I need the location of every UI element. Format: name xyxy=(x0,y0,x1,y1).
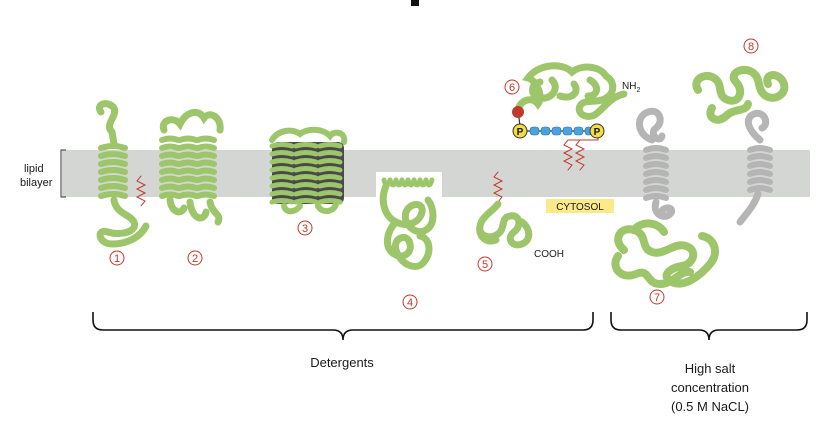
svg-text:3: 3 xyxy=(302,223,308,235)
lipid-bilayer-label-line2: bilayer xyxy=(20,177,53,189)
linker-beads xyxy=(529,126,593,136)
bilayer-bracket xyxy=(60,149,66,198)
svg-text:2: 2 xyxy=(192,253,198,265)
svg-text:6: 6 xyxy=(509,82,515,94)
nh2-label: NH2 xyxy=(622,81,640,94)
protein-1 xyxy=(96,100,150,248)
svg-text:8: 8 xyxy=(748,41,754,53)
high-salt-label-line1: High salt xyxy=(685,361,736,376)
lipid-anchor-6b xyxy=(574,139,586,171)
phosphate-right-label: P xyxy=(594,127,601,138)
svg-text:4: 4 xyxy=(407,297,413,309)
protein-number-5: 5 xyxy=(477,256,493,272)
heading-fragment xyxy=(411,0,419,6)
protein-number-7: 7 xyxy=(649,289,665,305)
protein-number-3: 3 xyxy=(297,220,313,236)
protein-6 xyxy=(512,62,628,171)
helix-1 xyxy=(98,143,128,199)
protein-number-1: 1 xyxy=(109,250,125,266)
protein-number-4: 4 xyxy=(402,294,418,310)
protein-2 xyxy=(159,108,224,226)
protein-number-6: 6 xyxy=(504,79,520,95)
lipid-bilayer-label-line1: lipid xyxy=(24,163,44,175)
protein-8 xyxy=(692,65,789,226)
high-salt-label-line3: (0.5 M NaCL) xyxy=(671,399,749,414)
protein-7 xyxy=(611,107,720,289)
svg-text:5: 5 xyxy=(482,259,488,271)
phosphate-left-label: P xyxy=(517,127,524,138)
protein-3 xyxy=(269,126,348,215)
svg-text:7: 7 xyxy=(654,292,660,304)
lipid-anchor-1 xyxy=(135,175,147,207)
lipid-anchor-6a xyxy=(562,139,574,171)
svg-text:1: 1 xyxy=(114,253,120,265)
detergents-brace xyxy=(92,312,594,341)
cooh-label: COOH xyxy=(534,249,564,260)
phosphate-right: P xyxy=(589,123,605,139)
high-salt-label-line2: concentration xyxy=(671,380,749,395)
lipid-anchor-5 xyxy=(492,171,504,203)
farnesyl-head xyxy=(512,106,524,118)
protein-number-2: 2 xyxy=(187,250,203,266)
detergents-label: Detergents xyxy=(310,355,374,370)
phosphate-left: P xyxy=(512,123,528,139)
protein-4 xyxy=(379,177,437,270)
protein-number-8: 8 xyxy=(743,38,759,54)
protein-5 xyxy=(476,171,533,249)
cytosol-label: CYTOSOL xyxy=(556,202,604,213)
high-salt-brace xyxy=(610,312,808,341)
cytosol-box xyxy=(546,199,614,213)
